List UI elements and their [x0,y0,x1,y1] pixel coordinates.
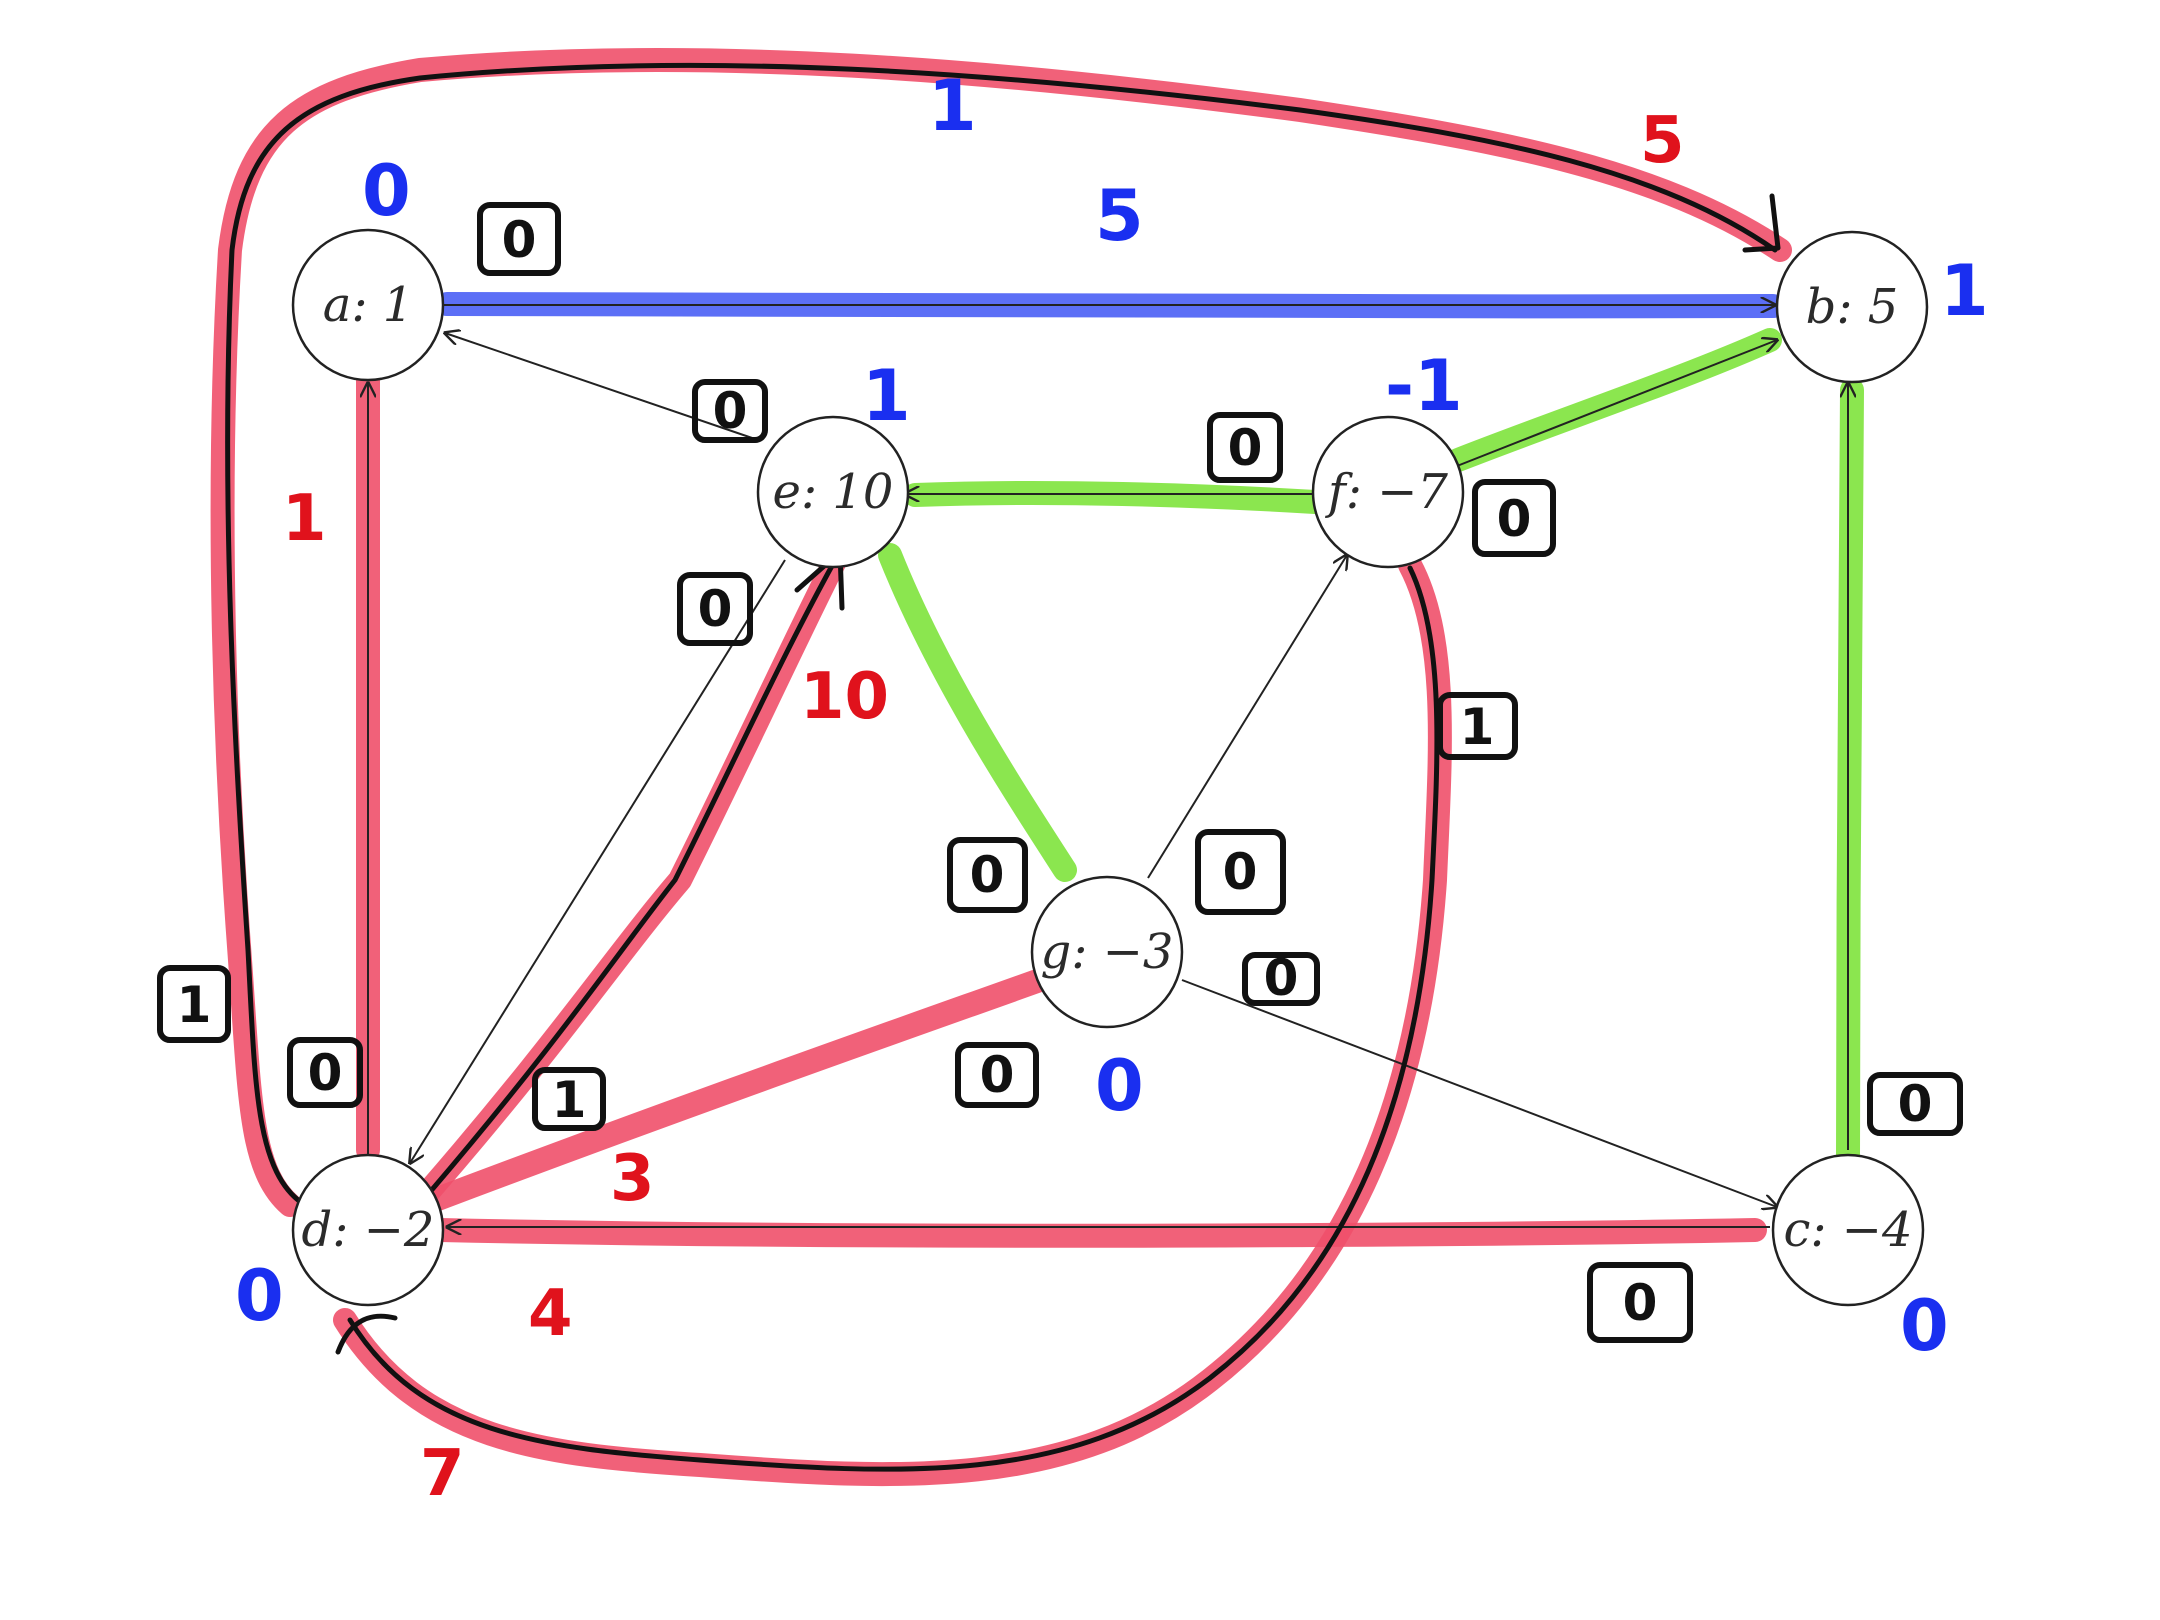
potential-d: 0 [235,1255,284,1337]
boxed-fb: 0 [1472,479,1556,557]
node-f-circle [1311,415,1465,569]
potential-c: 0 [1900,1285,1949,1367]
flow-path-d-to-b [225,62,1778,1206]
svg-text:1: 1 [552,1071,587,1129]
boxed-gd: 0 [955,1042,1039,1108]
boxed-da: 0 [287,1037,363,1108]
node-g-circle [1030,875,1184,1029]
svg-text:0: 0 [713,382,748,440]
svg-text:1: 1 [177,976,212,1034]
boxed-gf: 0 [1195,829,1286,915]
green-edge-f-b [1446,328,1782,472]
cost-f-d: 7 [420,1437,465,1511]
edge-f-b [1456,340,1777,467]
boxed-a: 0 [477,202,561,276]
red-path-d-to-b [210,48,1792,1217]
node-a[interactable]: a: 1 [291,228,445,382]
green-edge-g-e [878,543,1077,882]
potentials: 0 1 0 0 1 -1 0 1 5 [235,65,1989,1367]
boxed-dc: 0 [1587,1262,1693,1343]
potential-a: 0 [362,150,411,232]
node-c-circle [1771,1153,1925,1307]
boxed-ed: 0 [677,572,753,646]
flow-arrow-b [1742,193,1781,253]
svg-text:0: 0 [1264,949,1299,1007]
potential-f: -1 [1385,345,1463,427]
svg-text:0: 0 [1223,843,1258,901]
potential-g: 0 [1095,1045,1144,1127]
edge-costs: 1 5 10 3 4 7 [282,104,1685,1511]
flow-path-f-to-d [347,565,1440,1472]
node-b-label: b: 5 [1806,279,1899,335]
node-a-label: a: 1 [323,277,414,333]
boxed-labels: 0 0 0 0 0 1 0 0 [157,202,1963,1343]
red-edge-f-d [333,553,1452,1487]
flow-paths [225,62,1781,1472]
graph-edges [368,305,1848,1227]
boxed-fe: 0 [1207,412,1283,483]
annotation-top-flow: 1 [928,65,977,147]
edge-g-c [1181,979,1777,1207]
node-e-label: e: 10 [773,464,894,520]
node-f-label: f: −7 [1325,464,1448,520]
edge-e-a [445,333,759,441]
boxed-bc: 0 [1867,1072,1963,1136]
node-e[interactable]: e: 10 [756,415,910,569]
node-g[interactable]: g: −3 [1030,875,1184,1029]
edge-e-d [410,559,786,1163]
edge-g-f [1147,555,1347,879]
node-e-circle [756,415,910,569]
cost-d-g: 3 [610,1142,655,1216]
highlights [210,48,1864,1487]
boxed-ge: 0 [947,837,1028,913]
node-f[interactable]: f: −7 [1311,415,1465,569]
svg-text:0: 0 [1898,1075,1933,1133]
svg-text:0: 0 [1228,419,1263,477]
svg-text:1: 1 [1460,698,1495,756]
svg-text:0: 0 [698,580,733,638]
red-edge-g-d [423,968,1052,1212]
potential-e: 1 [862,355,911,437]
svg-text:0: 0 [1623,1274,1658,1332]
nodes: a: 1 b: 5 c: −4 d: −2 e: 10 f: −7 g: −3 [291,228,1929,1307]
svg-text:0: 0 [1497,490,1532,548]
node-a-circle [291,228,445,382]
potential-b: 1 [1940,250,1989,332]
svg-text:0: 0 [308,1044,343,1102]
boxed-gc: 0 [1242,949,1320,1007]
red-edge-c-d [428,1218,1767,1248]
node-b-circle [1775,230,1929,384]
boxed-ea: 0 [692,379,768,443]
boxed-dd: 1 [157,965,231,1043]
node-d-label: d: −2 [302,1202,435,1258]
svg-text:0: 0 [970,846,1005,904]
flow-path-d-to-e [427,552,841,1195]
cost-d-c: 4 [528,1277,573,1351]
red-edge-d-e [418,543,850,1202]
cost-d-e: 10 [800,660,889,734]
svg-text:0: 0 [980,1046,1015,1104]
node-b[interactable]: b: 5 [1775,230,1929,384]
annotation-ab-cost: 5 [1095,175,1144,257]
cost-d-a: 1 [282,482,327,556]
node-c[interactable]: c: −4 [1771,1153,1925,1307]
cost-d-b: 5 [1640,104,1685,178]
svg-text:0: 0 [502,211,537,269]
boxed-fd: 1 [1437,692,1518,760]
node-d-circle [291,1153,445,1307]
node-g-label: g: −3 [1041,924,1174,980]
node-c-label: c: −4 [1783,1202,1912,1258]
node-d[interactable]: d: −2 [291,1153,445,1307]
boxed-db: 1 [532,1067,606,1131]
flow-arrow-d [335,1313,398,1355]
